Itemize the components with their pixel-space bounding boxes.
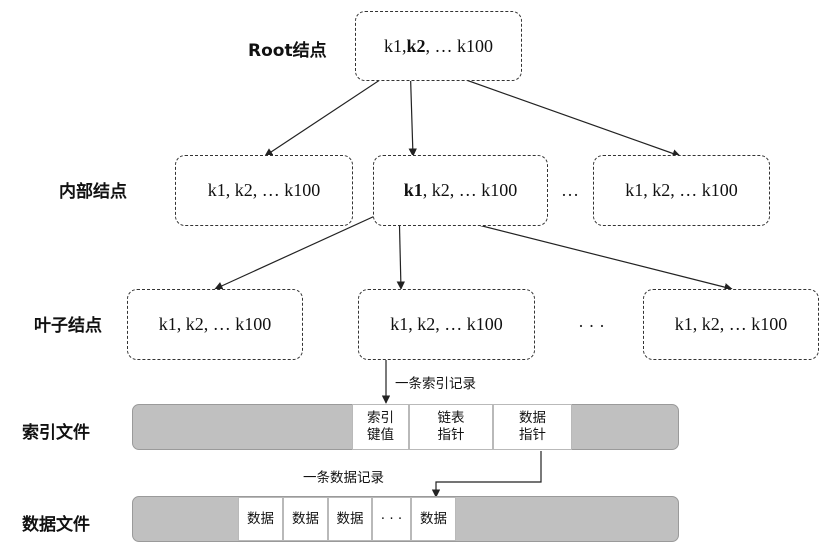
leaf-node-keys: k1, k2, … k100 [390,314,503,334]
level-label-root: Root结点 [248,41,327,61]
data-ellipsis-cell: · · · [372,497,411,541]
data-cell: 数据 [238,497,283,541]
level-label-index-file: 索引文件 [22,423,90,443]
data-cell: 数据 [283,497,328,541]
index-key-cell: 索引键值 [352,404,409,450]
leaf-ellipsis: · · · [578,316,605,336]
internal-node-keys-rest: , k2, … k100 [422,180,518,200]
leaf-node: k1, k2, … k100 [358,289,535,360]
level-label-data-file: 数据文件 [22,515,90,535]
edge-internal-leaf-1 [214,204,400,290]
internal-node: k1, k2, … k100 [373,155,548,226]
leaf-node-keys: k1, k2, … k100 [158,314,272,334]
data-cell: 数据 [411,497,456,541]
internal-node: k1, k2, … k100 [593,155,770,226]
leaf-node: k1, k2, … k100 [643,289,819,360]
level-label-internal: 内部结点 [59,182,127,202]
leaf-node: k1, k2, … k100 [127,289,303,360]
data-pointer-label-line2: 指针 [519,427,546,443]
leaf-node-keys: k1, k2, … k100 [674,314,788,334]
edge-pointer-data [431,451,542,498]
root-key-k1: k1, [383,35,407,56]
internal-node-key-k1: k1 [403,180,423,200]
root-key-k2: k2 [406,35,426,56]
link-pointer-label-line2: 指针 [437,427,465,443]
index-key-label-line1: 索引 [367,410,394,426]
internal-node: k1, k2, … k100 [175,155,353,226]
data-cell: 数据 [328,497,372,541]
data-pointer-label-line1: 数据 [519,410,546,426]
data-record-label: 一条数据记录 [303,470,384,486]
data-pointer-cell: 数据指针 [493,404,572,450]
internal-ellipsis: … [561,180,579,200]
level-label-leaf: 叶子结点 [34,316,102,336]
link-pointer-cell: 链表指针 [409,404,493,450]
index-key-label-line2: 键值 [367,427,394,443]
internal-node-keys: k1, k2, … k100 [625,180,738,200]
root-node: k1, k2, … k100 [355,11,522,81]
index-record-label: 一条索引记录 [395,376,476,392]
root-key-rest: , … k100 [425,35,494,56]
link-pointer-label-line1: 链表 [437,410,465,426]
internal-node-keys: k1, k2, … k100 [207,180,321,200]
